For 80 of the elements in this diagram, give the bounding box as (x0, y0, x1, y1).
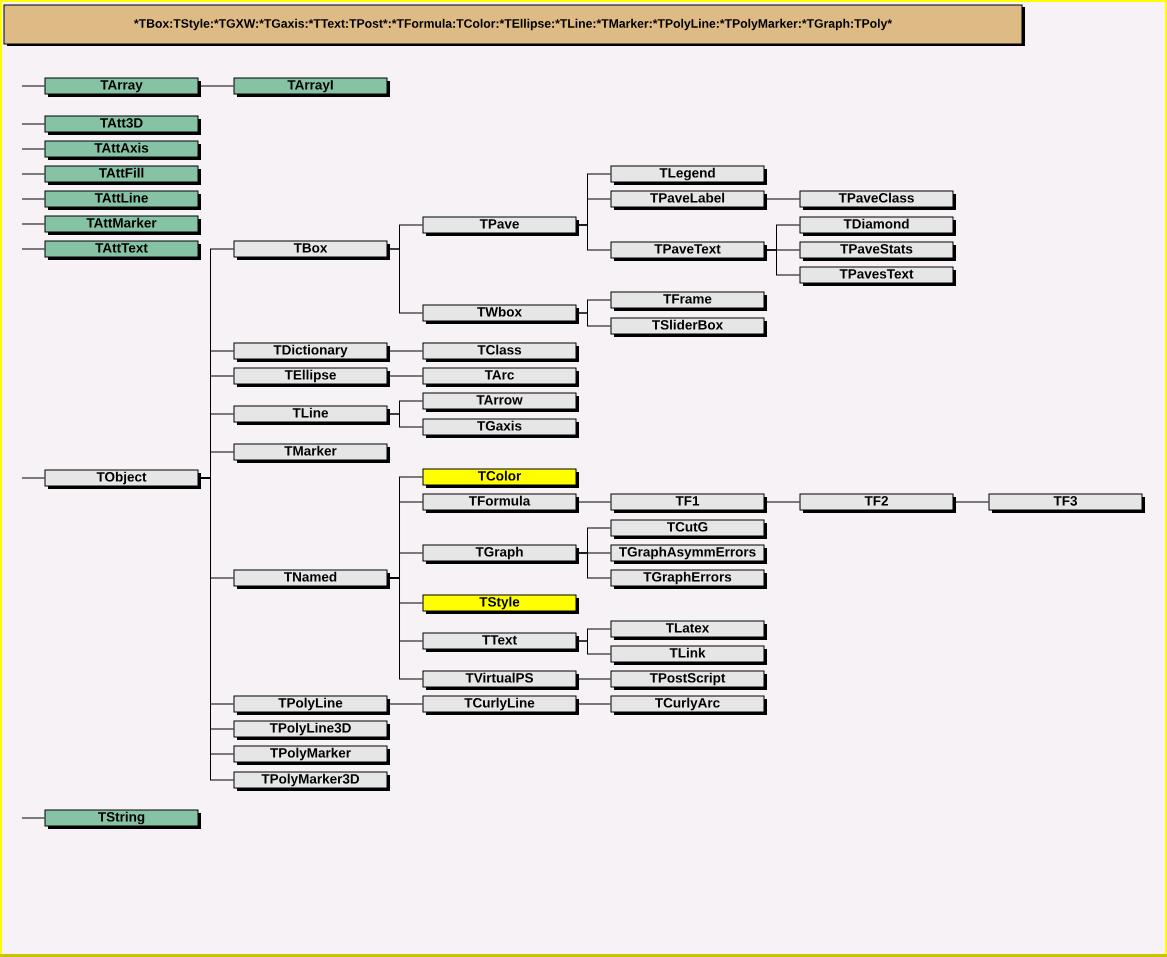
class-box: TPolyMarker (233, 745, 390, 765)
class-box: TArc (422, 367, 579, 387)
connector-line (21, 148, 45, 150)
class-box: TColor (422, 468, 579, 488)
class-box: TMarker (233, 443, 390, 463)
class-box: TClass (422, 342, 579, 362)
connector-line (387, 375, 423, 377)
class-box: TString (44, 809, 201, 829)
connector-line (576, 703, 611, 705)
class-box: TNamed (233, 569, 390, 589)
class-box: TObject (44, 469, 201, 489)
class-box: TCutG (610, 519, 767, 539)
connector-line (21, 817, 45, 819)
connector-line (387, 703, 423, 705)
connector-line (387, 248, 423, 314)
connector-line (21, 85, 45, 87)
class-box: TAttAxis (44, 140, 201, 160)
class-box: TPolyMarker3D (233, 771, 390, 791)
connector-line (764, 249, 800, 276)
class-box: TLine (233, 405, 390, 425)
connector-line (576, 640, 611, 655)
class-box: TFormula (422, 493, 579, 513)
class-box: TPaveText (610, 241, 767, 261)
class-box: TArrow (422, 392, 579, 412)
class-box: TStyle (422, 594, 579, 614)
class-box: TPavesText (799, 266, 956, 286)
connector-line (387, 413, 423, 428)
class-box: TDictionary (233, 342, 390, 362)
class-box: TGaxis (422, 418, 579, 438)
connector-line (764, 198, 800, 200)
class-box: TFrame (610, 291, 767, 311)
class-box: TPave (422, 216, 579, 236)
class-box: TPaveStats (799, 241, 956, 261)
connector-line (576, 552, 611, 579)
connector-line (576, 312, 611, 327)
class-box: TDiamond (799, 216, 956, 236)
class-box: TAttText (44, 240, 201, 260)
class-box: TPaveClass (799, 190, 956, 210)
class-box: TAttFill (44, 165, 201, 185)
class-box: TF2 (799, 493, 956, 513)
class-box: TCurlyLine (422, 695, 579, 715)
class-box: TPaveLabel (610, 190, 767, 210)
class-box: TAtt3D (44, 115, 201, 135)
connector-line (21, 173, 45, 175)
class-box: TPostScript (610, 670, 767, 690)
class-box: TGraphErrors (610, 569, 767, 589)
class-box: TF3 (988, 493, 1145, 513)
class-box: TSliderBox (610, 317, 767, 337)
connector-line (198, 85, 234, 87)
class-box: TGraphAsymmErrors (610, 544, 767, 564)
connector-line (21, 198, 45, 200)
class-box: TPolyLine3D (233, 720, 390, 740)
class-box: TBox (233, 240, 390, 260)
class-box: TVirtualPS (422, 670, 579, 690)
connector-line (953, 501, 989, 503)
class-box: TPolyLine (233, 695, 390, 715)
class-box: TText (422, 632, 579, 652)
connector-line (387, 350, 423, 352)
class-box: TArray (44, 77, 201, 97)
connector-line (21, 248, 45, 250)
class-box: TLegend (610, 165, 767, 185)
class-box: TLink (610, 645, 767, 665)
connector-line (21, 477, 45, 479)
connector-line (387, 577, 423, 680)
title-banner: *TBox:TStyle:*TGXW:*TGaxis:*TText:TPost*:*TFormula:TColor:*TEllipse:*TLine:*TMarker:*TPolyLine:*TPolyMarker:*TGraph:TPoly* (3, 4, 1025, 46)
class-box: TWbox (422, 304, 579, 324)
class-box: TAttLine (44, 190, 201, 210)
class-box: TArrayI (233, 77, 390, 97)
connector-line (576, 678, 611, 680)
connector-line (576, 224, 611, 251)
class-box: TCurlyArc (610, 695, 767, 715)
connector-line (764, 501, 800, 503)
connector-line (21, 123, 45, 125)
class-box: TAttMarker (44, 215, 201, 235)
class-box: TEllipse (233, 367, 390, 387)
class-box: TLatex (610, 620, 767, 640)
class-box: TF1 (610, 493, 767, 513)
class-box: TGraph (422, 544, 579, 564)
connector-line (21, 223, 45, 225)
connector-line (576, 501, 611, 503)
